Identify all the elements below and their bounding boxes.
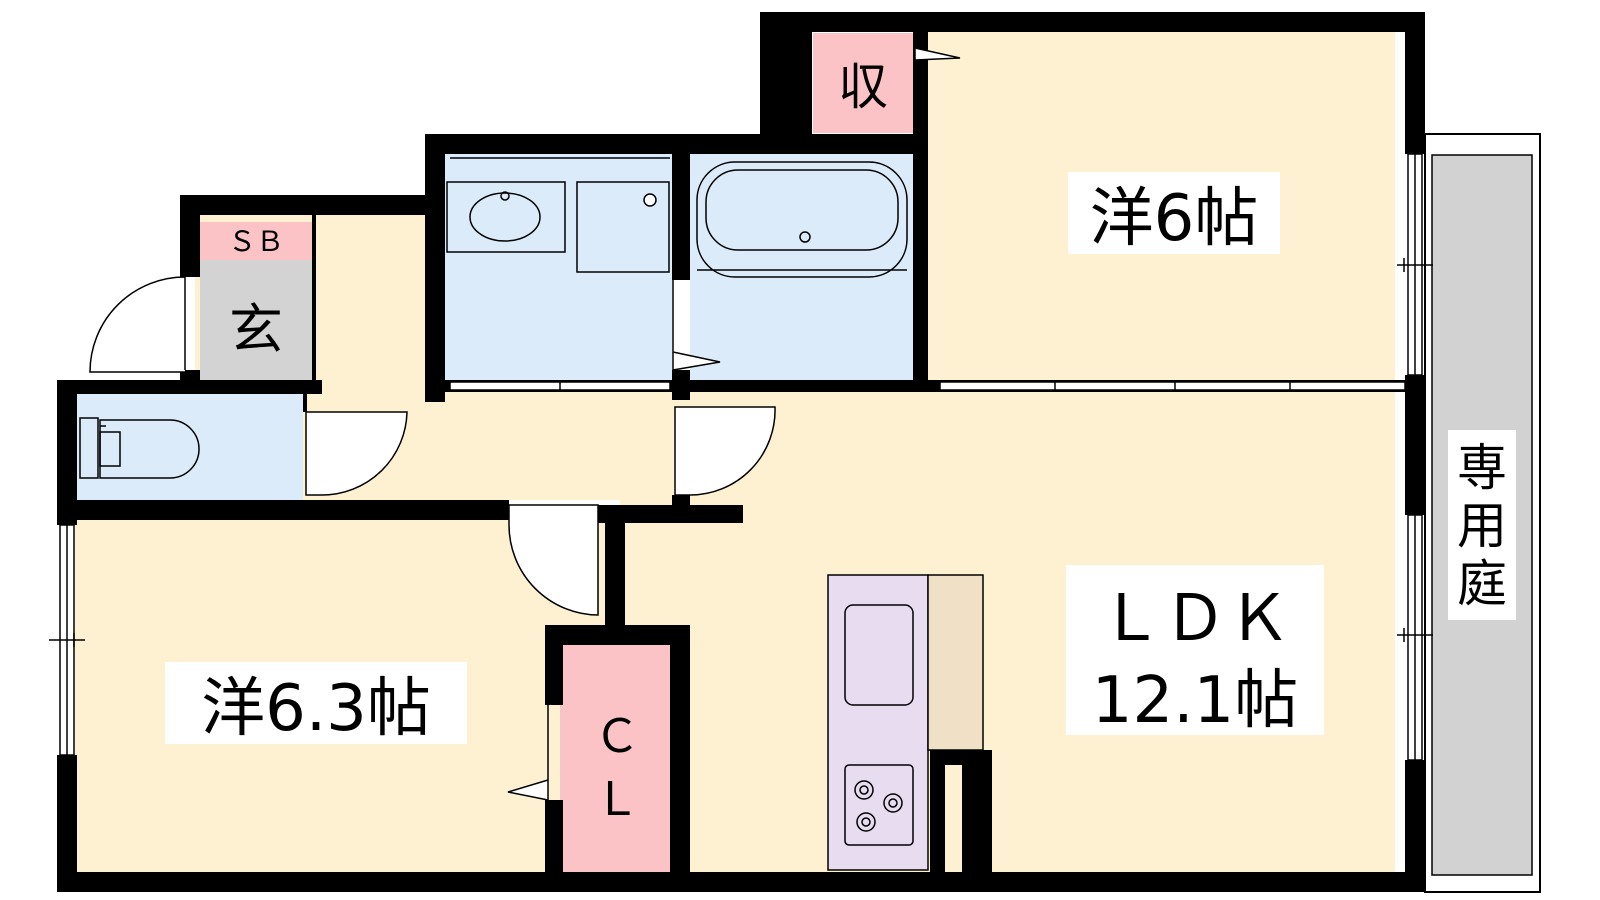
wall bbox=[760, 12, 1425, 32]
ldk-label-line2: 12.1帖 bbox=[1092, 664, 1299, 738]
shoe-box-label: ＳＢ bbox=[228, 225, 284, 258]
labels: 洋6帖 ＬＤＫ 12.1帖 洋6.3帖 収 ＳＢ 玄 Ｃ Ｌ 専用庭 bbox=[201, 58, 1507, 826]
wall bbox=[672, 150, 690, 280]
entrance-door bbox=[89, 276, 186, 373]
wall bbox=[425, 134, 915, 154]
toilet-tank bbox=[79, 417, 99, 479]
shoe-box-floor bbox=[200, 222, 312, 260]
wall bbox=[57, 500, 509, 520]
closet-label-line1: Ｃ bbox=[594, 709, 640, 763]
burner-1 bbox=[854, 780, 874, 800]
storage-door bbox=[914, 47, 961, 123]
kitchen-sink bbox=[844, 604, 914, 706]
western-room-a-label: 洋6帖 bbox=[1090, 182, 1259, 256]
wall bbox=[605, 520, 625, 625]
burner-3 bbox=[856, 812, 876, 832]
label-bg-room-a bbox=[1068, 172, 1280, 254]
room-b-door bbox=[508, 504, 599, 616]
wall bbox=[57, 872, 1425, 892]
wall bbox=[962, 750, 992, 875]
bathtub bbox=[696, 161, 908, 278]
bathroom-floor bbox=[690, 150, 915, 385]
label-bg-ldk bbox=[1066, 565, 1324, 735]
washroom-floor bbox=[442, 150, 672, 385]
ldk-label-line1: ＬＤＫ bbox=[1099, 582, 1291, 656]
sliding-door-room-a bbox=[939, 381, 1406, 391]
private-garden-char: 専 bbox=[1457, 439, 1507, 497]
toilet-seat bbox=[99, 431, 121, 467]
storage-floor bbox=[813, 33, 913, 133]
burner-2 bbox=[883, 793, 903, 813]
wall bbox=[670, 625, 690, 890]
washbasin-bowl bbox=[469, 192, 541, 242]
toilet-door bbox=[305, 411, 408, 496]
hall-ldk-door bbox=[674, 406, 776, 496]
bathtub-drain bbox=[799, 231, 811, 243]
walls bbox=[57, 12, 1425, 892]
entrance-label: 玄 bbox=[229, 298, 283, 361]
wall bbox=[180, 195, 425, 215]
floor-fills bbox=[75, 30, 1541, 893]
wall bbox=[312, 215, 316, 383]
washing-machine-space bbox=[576, 181, 670, 273]
wall bbox=[598, 505, 743, 523]
entrance-floor bbox=[200, 260, 312, 380]
windows bbox=[49, 153, 1433, 761]
toilet-bowl bbox=[99, 419, 200, 479]
wall bbox=[913, 30, 928, 392]
wall bbox=[425, 134, 445, 402]
label-bg-garden bbox=[1448, 430, 1516, 620]
burner-1-inner bbox=[859, 785, 869, 795]
private-garden-char: 庭 bbox=[1457, 555, 1507, 613]
wall bbox=[930, 750, 992, 765]
label-bg-room-b bbox=[165, 662, 467, 744]
wall bbox=[672, 495, 690, 507]
stove bbox=[844, 764, 914, 846]
wall bbox=[672, 370, 690, 400]
wall bbox=[545, 625, 690, 645]
private-garden-label: 専用庭 bbox=[1457, 439, 1507, 613]
washbasin-counter bbox=[446, 181, 566, 253]
wall bbox=[545, 625, 563, 705]
label-backgrounds bbox=[165, 172, 1516, 744]
closet-floor bbox=[560, 645, 670, 875]
doors bbox=[89, 47, 961, 801]
bathtub-inner bbox=[705, 169, 899, 251]
burner-2-inner bbox=[888, 798, 898, 808]
wall bbox=[180, 370, 200, 382]
drain bbox=[643, 193, 657, 207]
closet-label-line2: Ｌ bbox=[594, 772, 640, 826]
bath-door-marker bbox=[672, 280, 721, 371]
faucet bbox=[500, 191, 510, 201]
wall bbox=[57, 380, 77, 525]
western-room-b-label: 洋6.3帖 bbox=[201, 672, 431, 746]
wall bbox=[1405, 12, 1425, 154]
wall bbox=[57, 755, 77, 890]
wall bbox=[1405, 760, 1425, 890]
closet-door bbox=[507, 705, 549, 801]
wall bbox=[930, 750, 945, 875]
private-garden-char: 用 bbox=[1457, 497, 1507, 555]
wall bbox=[57, 380, 322, 394]
wall bbox=[1405, 375, 1425, 515]
burner-3-inner bbox=[861, 817, 871, 827]
wall bbox=[760, 12, 812, 136]
fixtures bbox=[79, 161, 984, 871]
wall bbox=[303, 392, 307, 412]
wall bbox=[545, 800, 563, 890]
storage-label: 収 bbox=[838, 58, 888, 116]
wall bbox=[180, 195, 200, 277]
kitchen-side-counter bbox=[927, 574, 984, 751]
